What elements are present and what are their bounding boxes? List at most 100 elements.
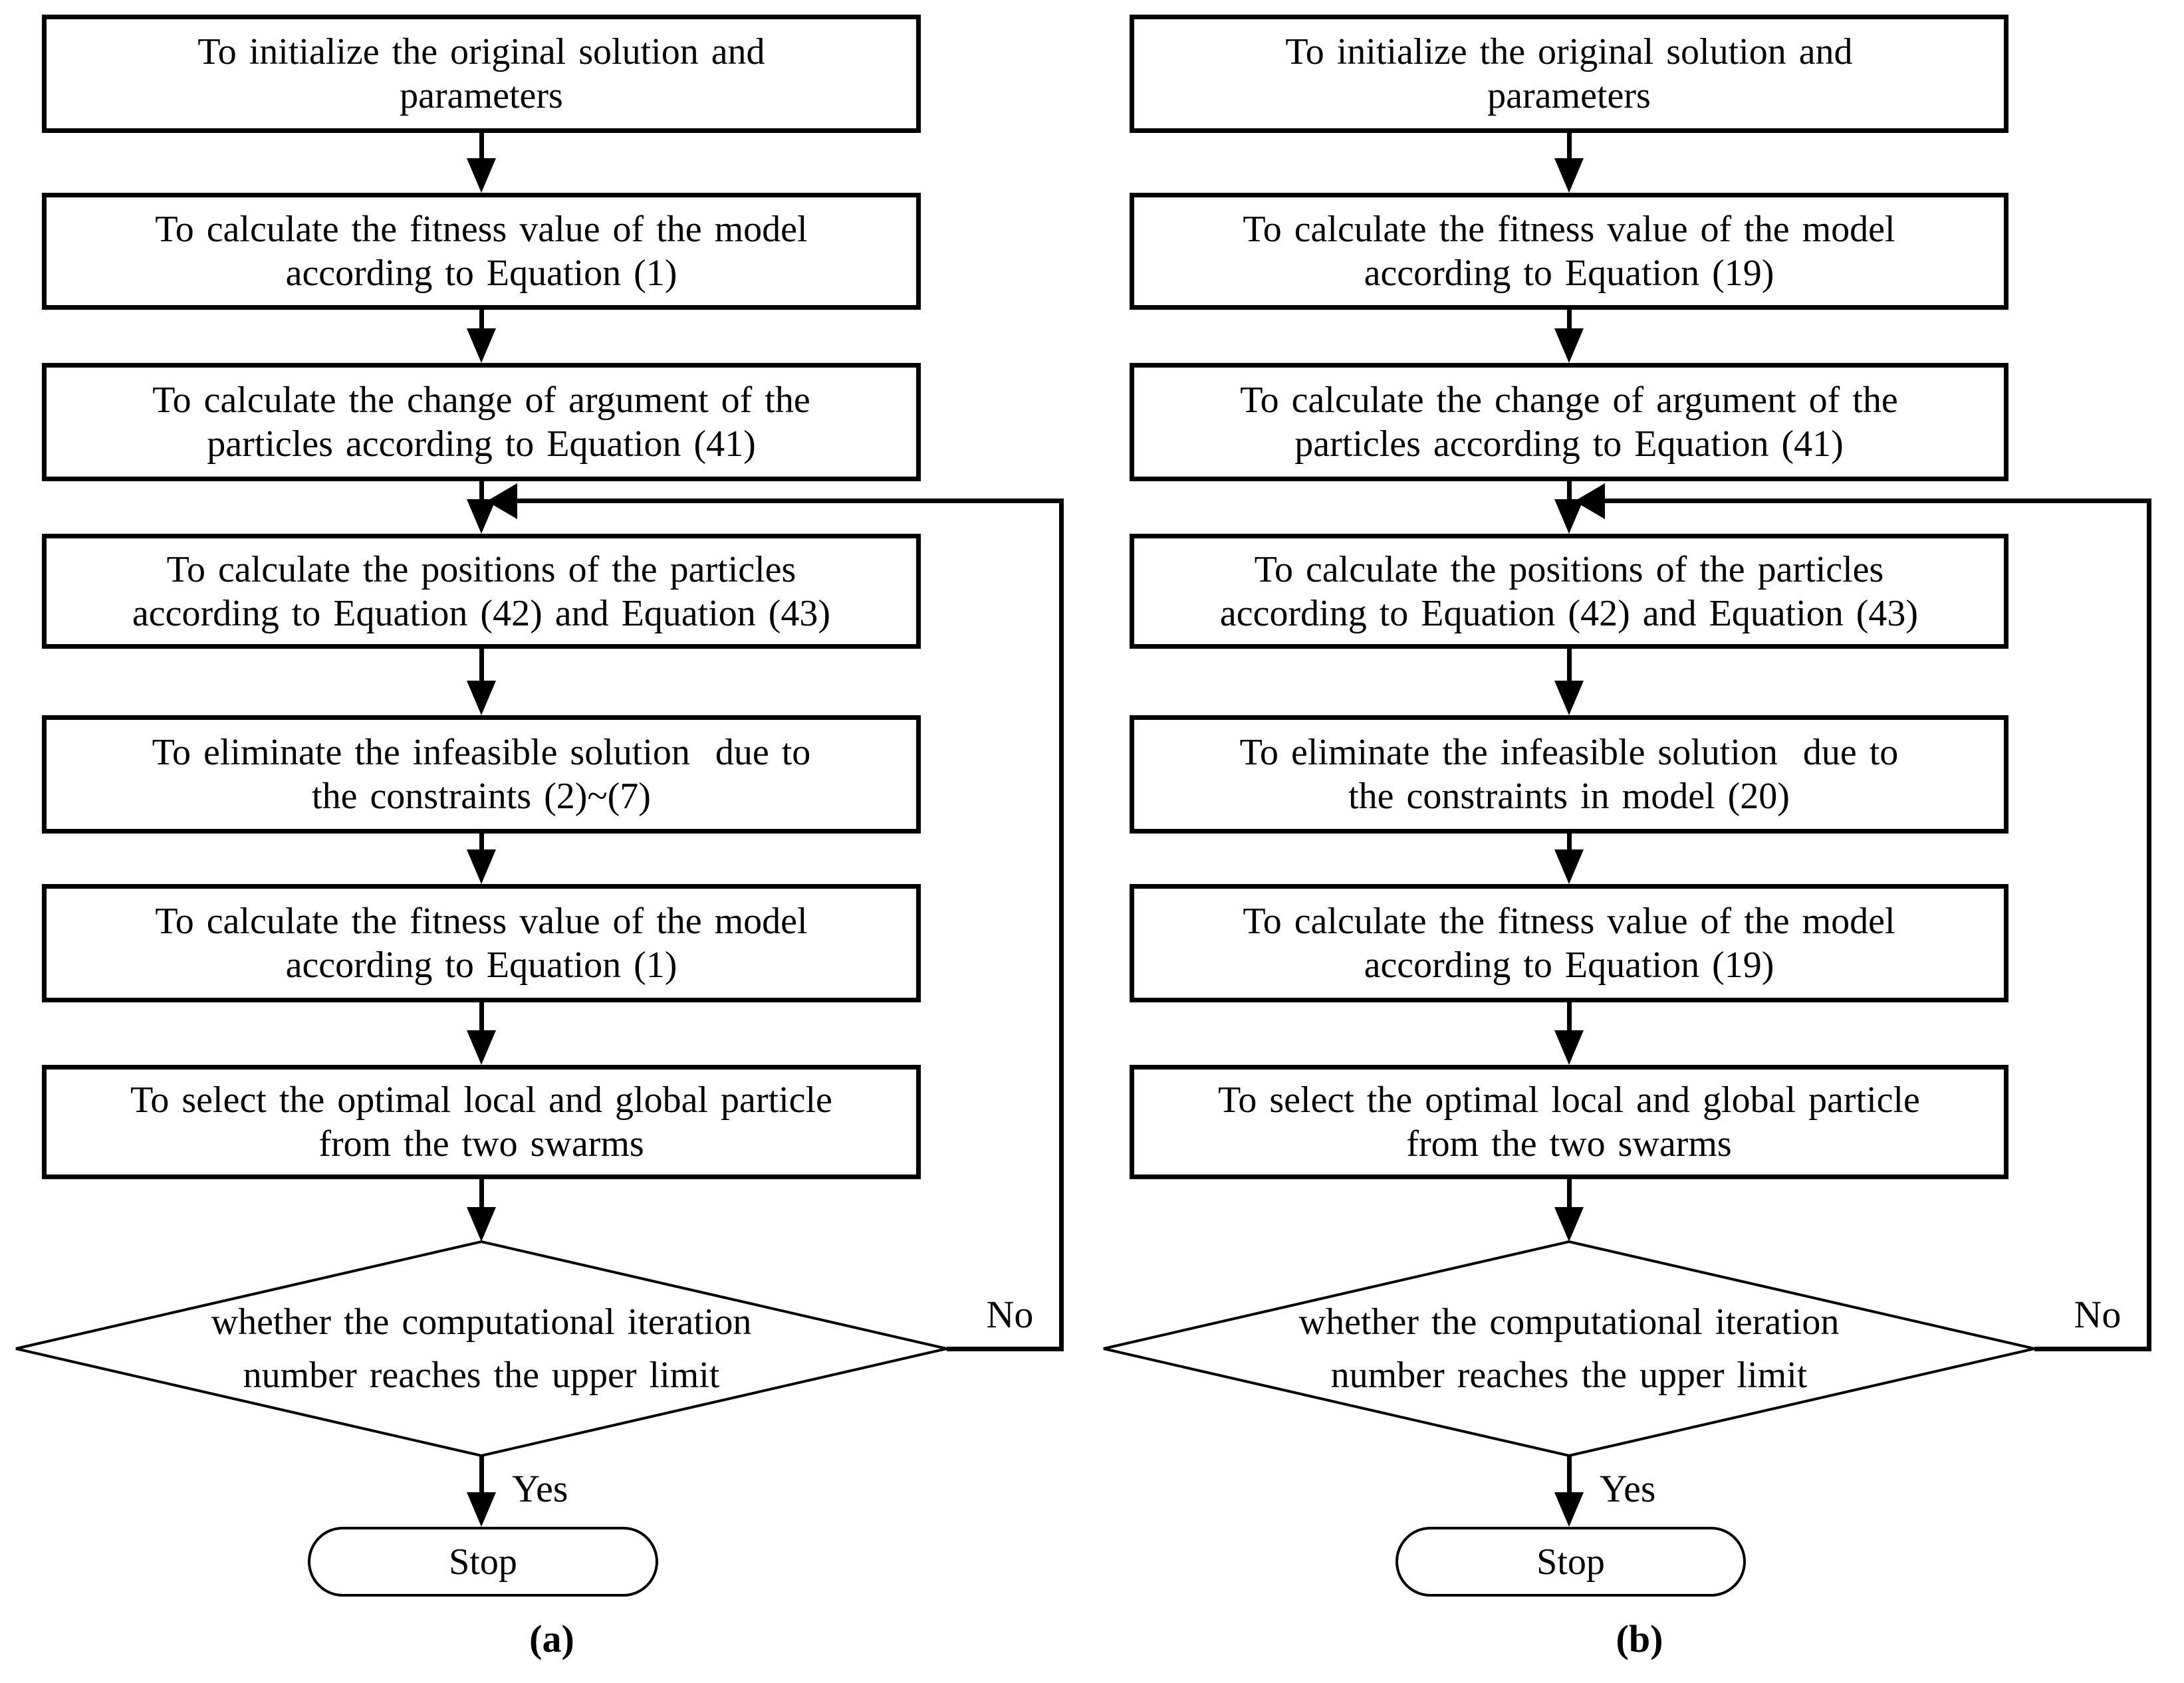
stop-terminator: Stop	[1395, 1527, 1746, 1597]
step-select-optimal: To select the optimal local and global p…	[1130, 1065, 2008, 1179]
stop-terminator: Stop	[308, 1527, 658, 1597]
step-text-line: To calculate the fitness value of the mo…	[1243, 209, 1895, 250]
step-text-line: according to Equation (1)	[285, 253, 677, 294]
arrow-down-icon	[1554, 1207, 1584, 1242]
flow-connector	[1567, 310, 1572, 330]
decision-text-line: number reaches the upper limit	[1330, 1355, 1808, 1396]
step-text-line: particles according to Equation (41)	[207, 423, 756, 465]
step-text-line: To calculate the fitness value of the mo…	[155, 209, 808, 250]
decision-diamond	[15, 1240, 947, 1458]
step-text-line: To eliminate the infeasible solution due…	[152, 732, 811, 773]
flow-connector	[1567, 1002, 1572, 1032]
no-loop-line	[947, 1347, 1064, 1351]
step-positions: To calculate the positions of the partic…	[42, 534, 921, 649]
flow-connector	[479, 1179, 484, 1208]
flow-connector	[1567, 133, 1572, 160]
arrow-down-icon	[1554, 328, 1584, 363]
arrow-down-icon	[1554, 681, 1584, 715]
step-eliminate-infeasible: To eliminate the infeasible solution due…	[42, 715, 921, 834]
step-text-line: according to Equation (19)	[1364, 945, 1774, 986]
step-argument-change: To calculate the change of argument of t…	[1130, 363, 2008, 481]
step-text-line: from the two swarms	[1406, 1123, 1732, 1165]
stop-label: Stop	[449, 1541, 517, 1583]
step-text-line: the constraints in model (20)	[1348, 776, 1790, 817]
flow-connector	[479, 1002, 484, 1032]
step-text-line: To initialize the original solution and	[197, 31, 765, 72]
step-text-line: according to Equation (42) and Equation …	[132, 592, 831, 634]
arrow-down-icon	[467, 158, 496, 193]
yes-branch-label: Yes	[1600, 1467, 1656, 1510]
decision-text: whether the computational iteration numb…	[1170, 1295, 1968, 1402]
step-eliminate-infeasible: To eliminate the infeasible solution due…	[1130, 715, 2008, 834]
arrow-down-icon	[467, 681, 496, 715]
arrow-down-icon	[467, 849, 496, 884]
decision-text-line: whether the computational iteration	[1298, 1301, 1840, 1343]
arrow-left-icon	[1574, 483, 1605, 519]
subfigure-caption-b: (b)	[1616, 1617, 1663, 1660]
step-initialize: To initialize the original solution and …	[42, 15, 921, 133]
no-loop-line	[1059, 499, 1064, 1351]
step-fitness-initial: To calculate the fitness value of the mo…	[1130, 193, 2008, 310]
decision-text-line: whether the computational iteration	[211, 1301, 752, 1343]
step-fitness-initial: To calculate the fitness value of the mo…	[42, 193, 921, 310]
step-text-line: the constraints (2)~(7)	[312, 776, 651, 817]
arrow-down-icon	[467, 1030, 496, 1065]
no-loop-line	[517, 499, 1064, 503]
step-text-line: To calculate the positions of the partic…	[166, 548, 796, 590]
no-loop-line	[1605, 499, 2151, 503]
flow-connector	[1567, 1456, 1572, 1494]
stop-label: Stop	[1536, 1541, 1605, 1583]
arrow-down-icon	[1554, 1492, 1584, 1527]
step-text-line: according to Equation (42) and Equation …	[1219, 592, 1919, 634]
flow-connector	[479, 834, 484, 852]
subfigure-caption-a: (a)	[529, 1617, 574, 1660]
step-text-line: from the two swarms	[318, 1123, 644, 1165]
step-text-line: To select the optimal local and global p…	[1218, 1079, 1920, 1121]
flow-connector	[1567, 649, 1572, 682]
arrow-left-icon	[487, 483, 517, 519]
flow-connector	[1567, 481, 1572, 503]
flow-connector	[1567, 1179, 1572, 1208]
arrow-down-icon	[1554, 158, 1584, 193]
decision-diamond	[1103, 1240, 2035, 1458]
flow-connector	[1567, 834, 1572, 852]
step-text-line: To calculate the fitness value of the mo…	[155, 901, 808, 942]
step-text-line: To calculate the change of argument of t…	[1240, 380, 1898, 421]
step-text-line: To select the optimal local and global p…	[130, 1079, 832, 1121]
step-text-line: To calculate the positions of the partic…	[1254, 548, 1884, 590]
arrow-down-icon	[1554, 849, 1584, 884]
no-branch-label: No	[986, 1293, 1034, 1336]
flow-connector	[479, 649, 484, 682]
flow-connector	[479, 1456, 484, 1494]
arrow-down-icon	[1554, 1030, 1584, 1065]
step-text-line: particles according to Equation (41)	[1294, 423, 1844, 465]
step-fitness-update: To calculate the fitness value of the mo…	[1130, 884, 2008, 1002]
step-text-line: parameters	[400, 75, 563, 116]
arrow-down-icon	[467, 1207, 496, 1242]
decision-text: whether the computational iteration numb…	[82, 1295, 880, 1402]
arrow-down-icon	[467, 328, 496, 363]
flow-connector	[479, 310, 484, 330]
arrow-down-icon	[467, 1492, 496, 1527]
step-text-line: To initialize the original solution and	[1285, 31, 1853, 72]
yes-branch-label: Yes	[512, 1467, 568, 1510]
no-loop-line	[2147, 499, 2151, 1351]
flow-connector	[479, 133, 484, 160]
step-text-line: according to Equation (19)	[1364, 253, 1774, 294]
step-argument-change: To calculate the change of argument of t…	[42, 363, 921, 481]
step-initialize: To initialize the original solution and …	[1130, 15, 2008, 133]
step-positions: To calculate the positions of the partic…	[1130, 534, 2008, 649]
flow-connector	[479, 481, 484, 503]
flowchart-column-a: To initialize the original solution and …	[15, 15, 1064, 1660]
step-text-line: To calculate the change of argument of t…	[152, 380, 810, 421]
no-loop-line	[2034, 1347, 2151, 1351]
step-fitness-update: To calculate the fitness value of the mo…	[42, 884, 921, 1002]
step-text-line: parameters	[1487, 75, 1651, 116]
step-text-line: To calculate the fitness value of the mo…	[1243, 901, 1895, 942]
step-text-line: according to Equation (1)	[285, 945, 677, 986]
step-select-optimal: To select the optimal local and global p…	[42, 1065, 921, 1179]
no-branch-label: No	[2074, 1293, 2122, 1336]
decision-text-line: number reaches the upper limit	[243, 1355, 720, 1396]
step-text-line: To eliminate the infeasible solution due…	[1239, 732, 1899, 773]
